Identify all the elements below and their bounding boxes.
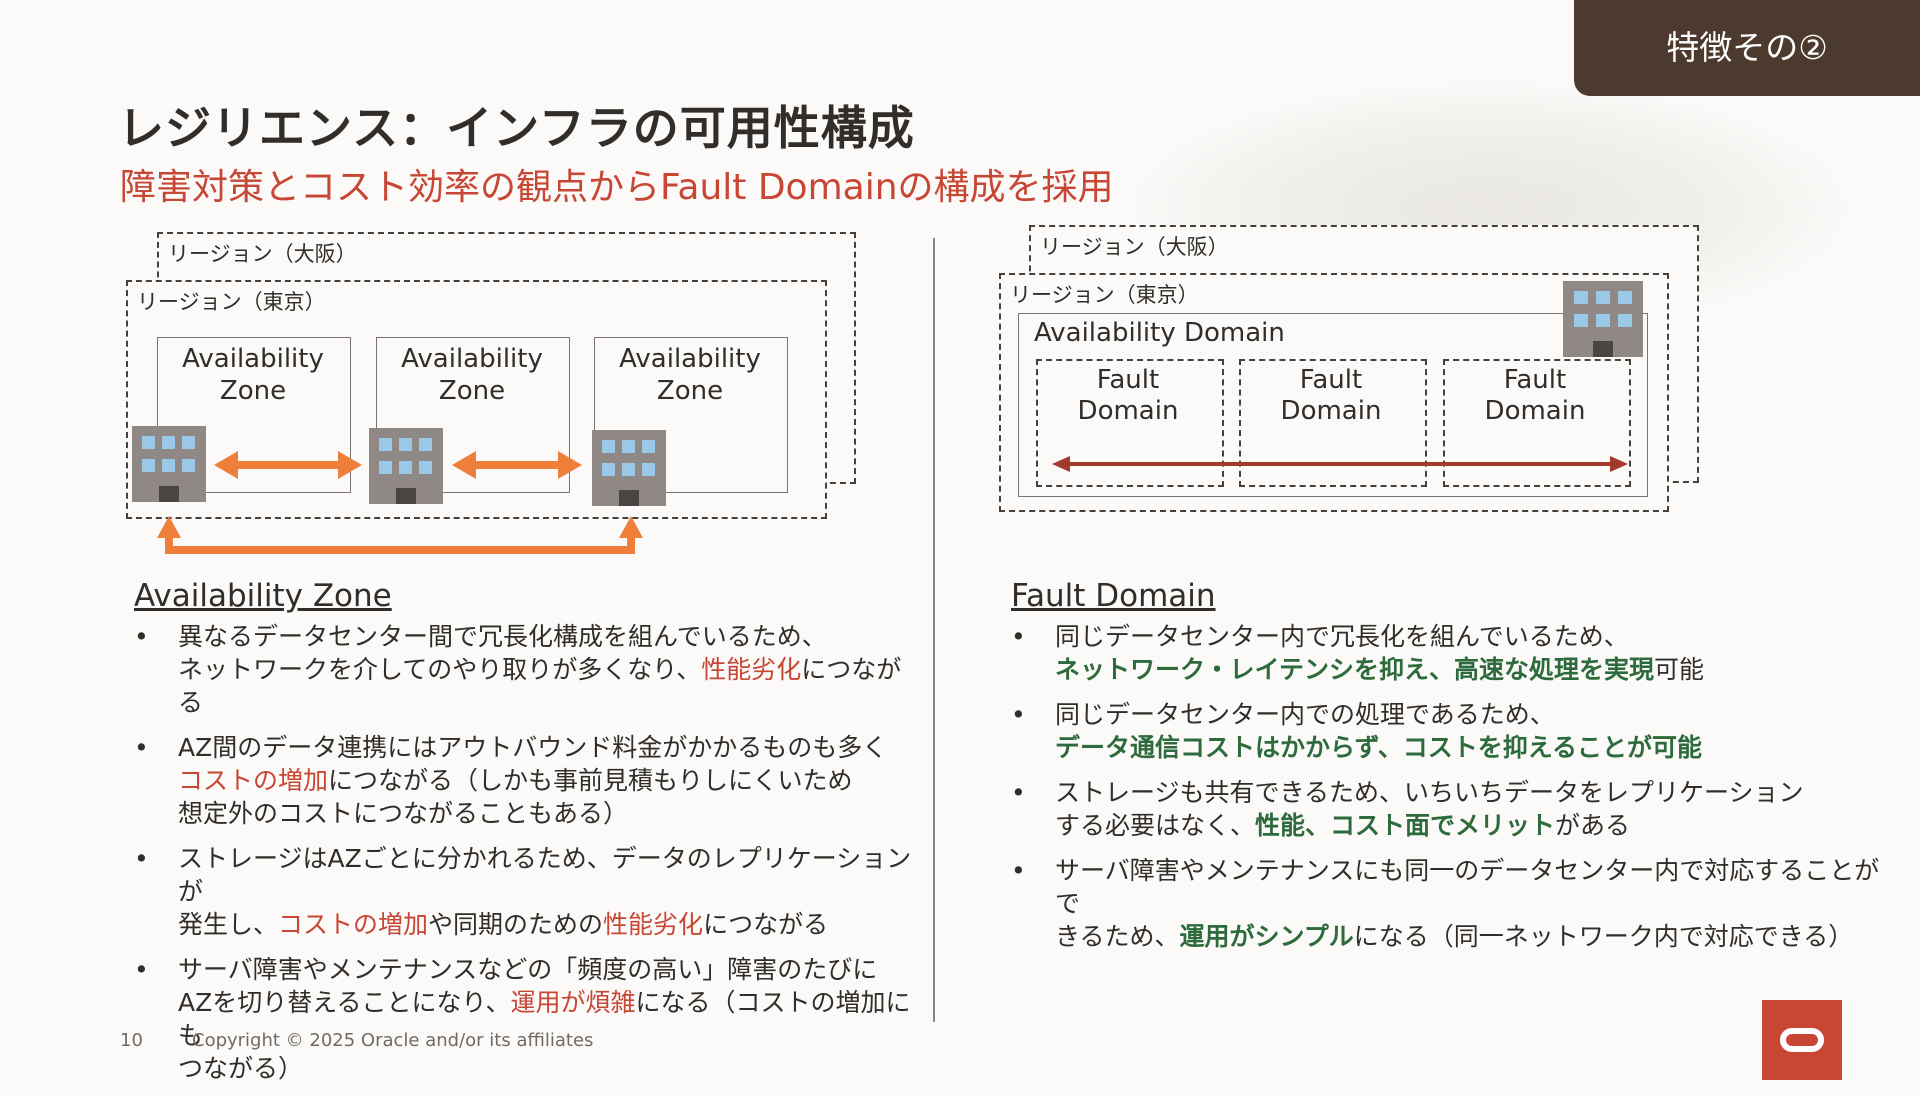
fault-domain-bullets: • 同じデータセンター内で冗長化を組んでいるため、 ネットワーク・レイテンシを抑…: [1011, 620, 1891, 965]
region-tokyo-label-right: リージョン（東京）: [1010, 283, 1199, 307]
region-osaka-label-left: リージョン（大阪）: [168, 242, 357, 266]
fault-domain-heading: Fault Domain: [1011, 578, 1216, 614]
list-item: • 同じデータセンター内での処理であるため、 データ通信コストはかからず、コスト…: [1011, 700, 1703, 762]
bullet-dot: •: [1011, 700, 1026, 729]
list-item: • ストレージはAZごとに分かれるため、データのレプリケーションが 発生し、コス…: [134, 844, 912, 939]
feature-badge: 特徴その②: [1574, 0, 1920, 96]
oracle-logo-icon: [1780, 1028, 1824, 1052]
datacenter-building-icon: [369, 428, 443, 504]
az-sync-arrows: [157, 451, 643, 554]
list-item: • サーバ障害やメンテナンスなどの「頻度の高い」障害のたびに AZを切り替えるこ…: [134, 955, 911, 1083]
list-item: • 異なるデータセンター間で冗長化構成を組んでいるため、 ネットワークを介しての…: [134, 622, 902, 717]
region-tokyo-label-left: リージョン（東京）: [137, 290, 326, 314]
page-number: 10: [120, 1030, 143, 1051]
copyright-text: Copyright © 2025 Oracle and/or its affil…: [192, 1030, 594, 1051]
bullet-dot: •: [134, 622, 149, 651]
availability-zone-heading: Availability Zone: [134, 578, 392, 614]
availability-domain-label: Availability Domain: [1034, 318, 1285, 348]
region-osaka-label-right: リージョン（大阪）: [1040, 235, 1229, 259]
availability-zone-bullets: • 異なるデータセンター間で冗長化構成を組んでいるため、 ネットワークを介しての…: [134, 620, 914, 1097]
oracle-logo: [1762, 1000, 1842, 1080]
fault-domain-box: [1036, 359, 1224, 487]
fault-domain-box: [1239, 359, 1427, 487]
bullet-dot: •: [134, 955, 149, 984]
availability-domain-box: [1018, 313, 1648, 497]
column-divider: [933, 238, 935, 1022]
bullet-dot: •: [134, 733, 149, 762]
fault-domain-arrow: [1052, 456, 1628, 472]
datacenter-building-icon: [132, 426, 206, 502]
page-title: レジリエンス：インフラの可用性構成: [118, 101, 915, 155]
list-item: • 同じデータセンター内で冗長化を組んでいるため、 ネットワーク・レイテンシを抑…: [1011, 622, 1705, 684]
list-item: • ストレージも共有できるため、いちいちデータをレプリケーション する必要はなく…: [1011, 778, 1804, 840]
list-item: • AZ間のデータ連携にはアウトバウンド料金がかかるものも多く コストの増加につ…: [134, 733, 888, 828]
fault-domain-box: [1443, 359, 1631, 487]
bullet-dot: •: [134, 844, 149, 873]
bullet-dot: •: [1011, 856, 1026, 885]
datacenter-building-icon: [1563, 281, 1643, 357]
list-item: • サーバ障害やメンテナンスにも同一のデータセンター内で対応することがで きるた…: [1011, 856, 1880, 951]
page-subtitle: 障害対策とコスト効率の観点からFault Domainの構成を採用: [120, 167, 1114, 208]
bullet-dot: •: [1011, 778, 1026, 807]
bullet-dot: •: [1011, 622, 1026, 651]
datacenter-building-icon: [592, 430, 666, 506]
